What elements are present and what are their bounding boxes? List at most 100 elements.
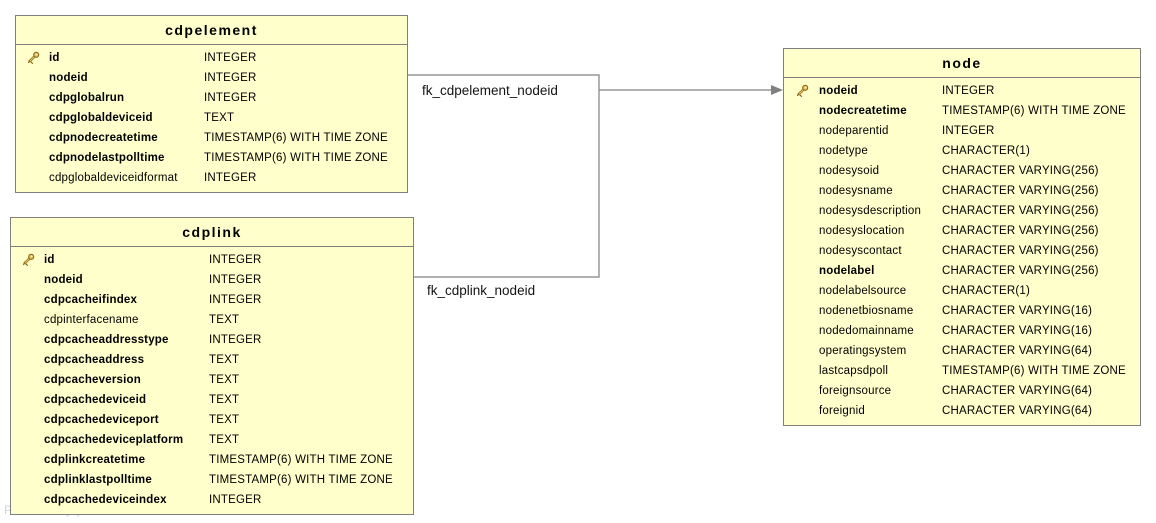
column-type: CHARACTER VARYING(16) [942, 325, 1093, 337]
table-row: nodedomainname CHARACTER VARYING(16) [784, 321, 1140, 341]
primary-key-icon [16, 51, 49, 65]
column-type: CHARACTER VARYING(256) [942, 165, 1099, 177]
column-name: cdpnodelastpolltime [49, 152, 165, 164]
column-name: id [44, 254, 55, 266]
column-name: cdpcacheaddresstype [44, 334, 169, 346]
column-name: cdpcachedeviceport [44, 414, 159, 426]
column-name: cdpnodecreatetime [49, 132, 158, 144]
column-type: INTEGER [209, 254, 262, 266]
column-name: cdpcachedeviceplatform [44, 434, 184, 446]
column-name: cdplinklastpolltime [44, 474, 152, 486]
primary-key-icon [11, 253, 44, 267]
column-name: nodelabel [819, 265, 875, 277]
table-row: cdplinklastpolltime TIMESTAMP(6) WITH TIM… [11, 470, 413, 490]
column-type: INTEGER [209, 294, 262, 306]
column-type: CHARACTER VARYING(256) [942, 185, 1099, 197]
column-name: cdpcachedeviceid [44, 394, 147, 406]
column-type: TEXT [209, 374, 240, 386]
column-name: nodeparentid [819, 125, 889, 137]
column-type: CHARACTER VARYING(64) [942, 405, 1093, 417]
column-name: nodenetbiosname [819, 305, 914, 317]
column-name: nodesysname [819, 185, 893, 197]
table-row: cdpglobaldeviceid TEXT [16, 108, 407, 128]
column-name: operatingsystem [819, 345, 907, 357]
column-type: TEXT [209, 354, 240, 366]
column-name: cdpglobalrun [49, 92, 125, 104]
column-type: INTEGER [942, 125, 995, 137]
column-type: TIMESTAMP(6) WITH TIME ZONE [942, 105, 1126, 117]
column-type: CHARACTER VARYING(256) [942, 205, 1099, 217]
table-row: nodeparentid INTEGER [784, 121, 1140, 141]
column-name: nodelabelsource [819, 285, 907, 297]
relation-label-fk-cdpelement-nodeid: fk_cdpelement_nodeid [422, 83, 558, 98]
column-name: nodeid [49, 72, 88, 84]
table-row: cdpcachedeviceport TEXT [11, 410, 413, 430]
table-row: foreignsource CHARACTER VARYING(64) [784, 381, 1140, 401]
column-name: nodesyscontact [819, 245, 902, 257]
table-row: cdpcachedeviceindex INTEGER [11, 490, 413, 510]
table-row: cdpcacheifindex INTEGER [11, 290, 413, 310]
column-type: TEXT [209, 394, 240, 406]
table-row: nodelabelsource CHARACTER(1) [784, 281, 1140, 301]
column-name: foreignid [819, 405, 865, 417]
table-row: id INTEGER [11, 250, 413, 270]
column-name: cdplinkcreatetime [44, 454, 146, 466]
table-row: nodesysname CHARACTER VARYING(256) [784, 181, 1140, 201]
table-row: cdplinkcreatetime TIMESTAMP(6) WITH TIME … [11, 450, 413, 470]
column-type: CHARACTER VARYING(64) [942, 385, 1093, 397]
column-type: TEXT [204, 112, 235, 124]
arrowhead-icon [771, 85, 783, 95]
column-name: cdpglobaldeviceidformat [49, 172, 178, 184]
table-row: cdpcachedeviceid TEXT [11, 390, 413, 410]
column-type: TEXT [209, 314, 240, 326]
table-row: cdpnodecreatetime TIMESTAMP(6) WITH TIME … [16, 128, 407, 148]
table-row: nodesyslocation CHARACTER VARYING(256) [784, 221, 1140, 241]
column-type: INTEGER [209, 494, 262, 506]
column-type: TEXT [209, 414, 240, 426]
table-row: nodesysdescription CHARACTER VARYING(256) [784, 201, 1140, 221]
column-type: CHARACTER VARYING(256) [942, 225, 1099, 237]
column-type: CHARACTER(1) [942, 285, 1031, 297]
column-name: nodesyslocation [819, 225, 905, 237]
column-name: nodecreatetime [819, 105, 907, 117]
column-name: cdpcacheversion [44, 374, 141, 386]
table-title: cdpelement [16, 16, 407, 45]
table-row: nodesyscontact CHARACTER VARYING(256) [784, 241, 1140, 261]
column-name: nodedomainname [819, 325, 914, 337]
column-name: cdpglobaldeviceid [49, 112, 153, 124]
table-title: cdplink [11, 218, 413, 247]
column-type: CHARACTER VARYING(256) [942, 245, 1099, 257]
column-name: foreignsource [819, 385, 892, 397]
column-type: TIMESTAMP(6) WITH TIME ZONE [204, 152, 388, 164]
column-type: TIMESTAMP(6) WITH TIME ZONE [209, 454, 393, 466]
column-name: cdpcacheifindex [44, 294, 138, 306]
column-name: nodesysdescription [819, 205, 922, 217]
primary-key-icon [784, 84, 819, 98]
table-title: node [784, 49, 1140, 78]
column-type: TIMESTAMP(6) WITH TIME ZONE [204, 132, 388, 144]
column-name: lastcapsdpoll [819, 365, 889, 377]
table-row: cdpcacheaddresstype INTEGER [11, 330, 413, 350]
column-type: INTEGER [209, 334, 262, 346]
column-name: cdpcachedeviceindex [44, 494, 167, 506]
column-type: CHARACTER(1) [942, 145, 1031, 157]
column-type: INTEGER [209, 274, 262, 286]
column-type: CHARACTER VARYING(64) [942, 345, 1093, 357]
column-type: TIMESTAMP(6) WITH TIME ZONE [209, 474, 393, 486]
